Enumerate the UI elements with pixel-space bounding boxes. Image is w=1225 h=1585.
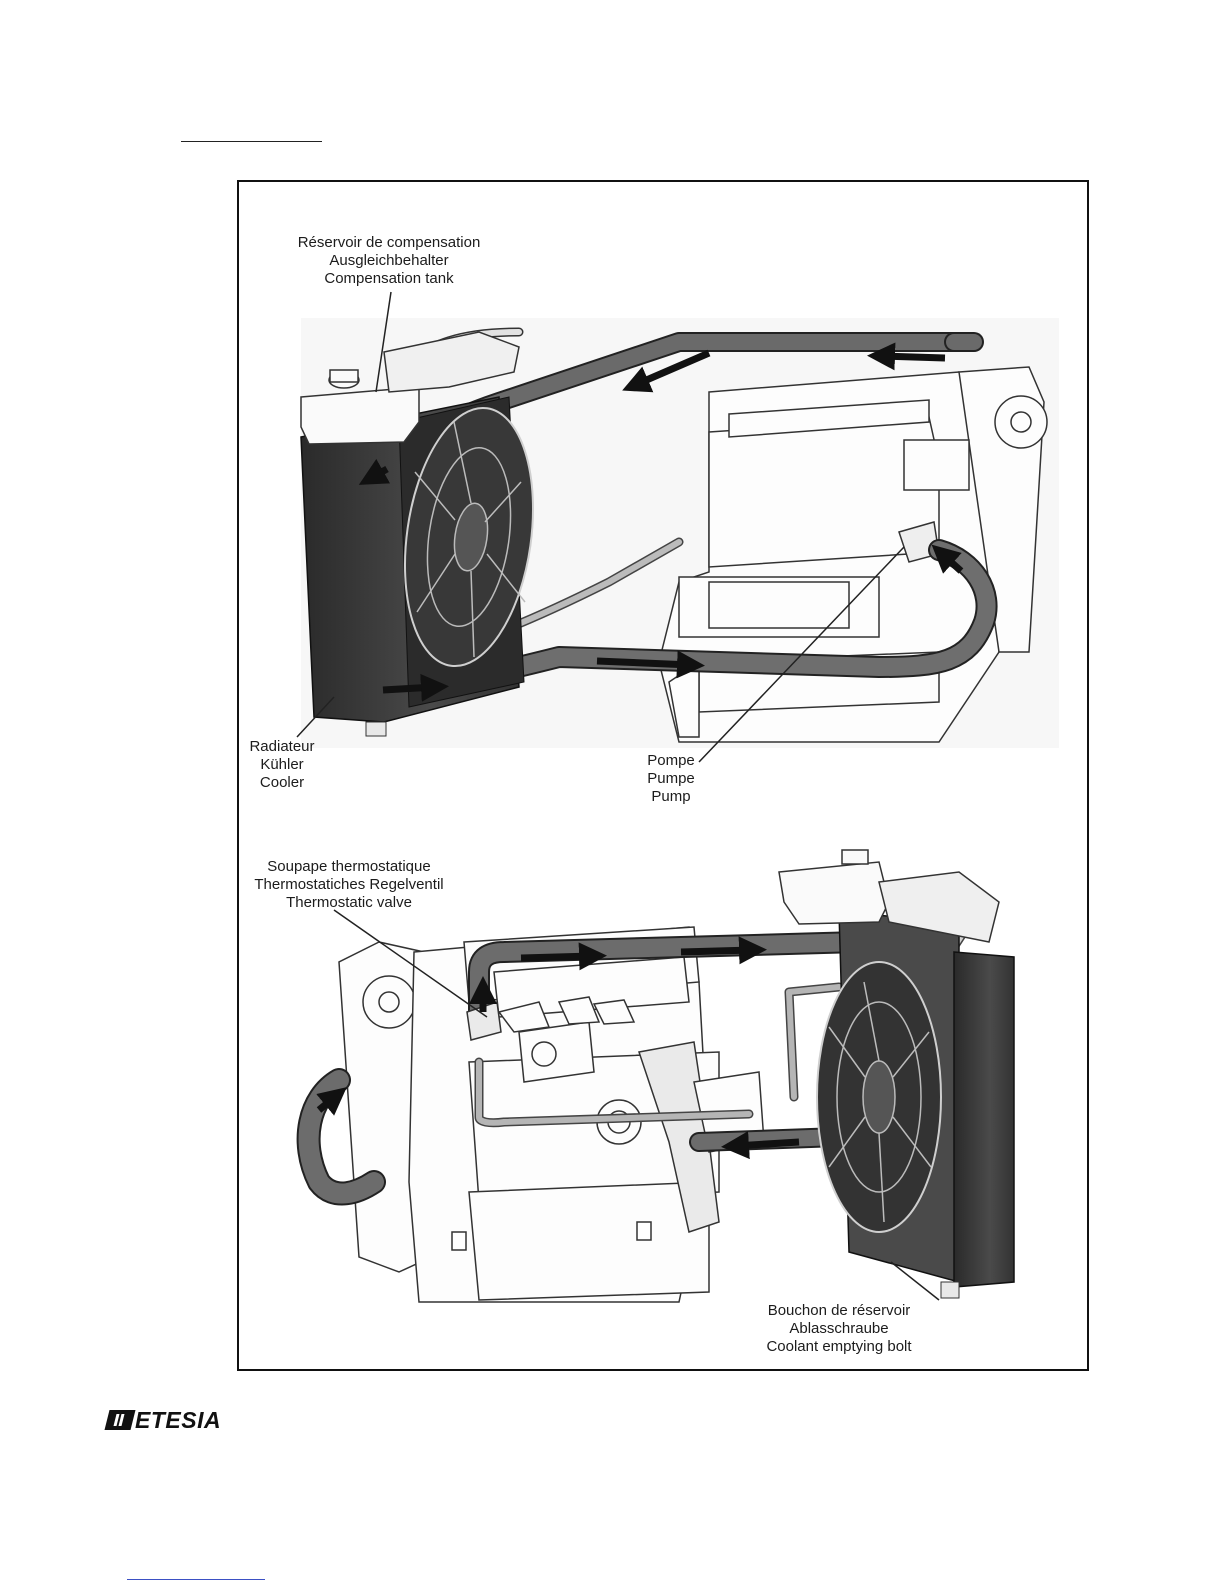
- label-line-en: Pump: [639, 788, 703, 806]
- label-line-fr: Bouchon de réservoir: [749, 1302, 929, 1320]
- flow-arrow: [597, 661, 691, 665]
- flow-arrow: [521, 956, 593, 958]
- top-view: [297, 292, 1059, 762]
- label-coolant-emptying-bolt: Bouchon de réservoir Ablasschraube Coola…: [749, 1302, 929, 1356]
- etesia-logo-icon: [105, 1410, 136, 1430]
- etesia-logo: ETESIA: [107, 1408, 221, 1432]
- label-line-fr: Soupape thermostatique: [243, 858, 455, 876]
- radiator-bottom: [817, 912, 1014, 1298]
- label-line-de: Ausgleichbehalter: [281, 252, 497, 270]
- label-line-fr: Pompe: [639, 752, 703, 770]
- flow-arrow: [735, 1142, 799, 1146]
- label-line-de: Pumpe: [639, 770, 703, 788]
- brand-name: ETESIA: [135, 1407, 221, 1434]
- diagram-frame: Réservoir de compensation Ausgleichbehal…: [237, 180, 1089, 1371]
- label-compensation-tank: Réservoir de compensation Ausgleichbehal…: [281, 234, 497, 288]
- label-line-en: Coolant emptying bolt: [749, 1338, 929, 1356]
- label-line-de: Ablasschraube: [749, 1320, 929, 1338]
- label-pump: Pompe Pumpe Pump: [639, 752, 703, 806]
- label-thermostatic-valve: Soupape thermostatique Thermostatiches R…: [243, 858, 455, 912]
- label-line-fr: Radiateur: [237, 738, 327, 756]
- label-line-en: Compensation tank: [281, 270, 497, 288]
- label-line-de: Thermostatiches Regelventil: [243, 876, 455, 894]
- flow-arrow: [881, 356, 945, 358]
- footer-link-rule: [127, 1579, 265, 1580]
- label-line-en: Thermostatic valve: [243, 894, 455, 912]
- label-line-de: Kühler: [237, 756, 327, 774]
- label-cooler: Radiateur Kühler Cooler: [237, 738, 327, 792]
- flow-arrow: [383, 687, 435, 690]
- label-line-en: Cooler: [237, 774, 327, 792]
- header-rule: [181, 141, 322, 142]
- label-line-fr: Réservoir de compensation: [281, 234, 497, 252]
- flow-arrow: [681, 950, 753, 952]
- bottom-view: [309, 850, 1014, 1302]
